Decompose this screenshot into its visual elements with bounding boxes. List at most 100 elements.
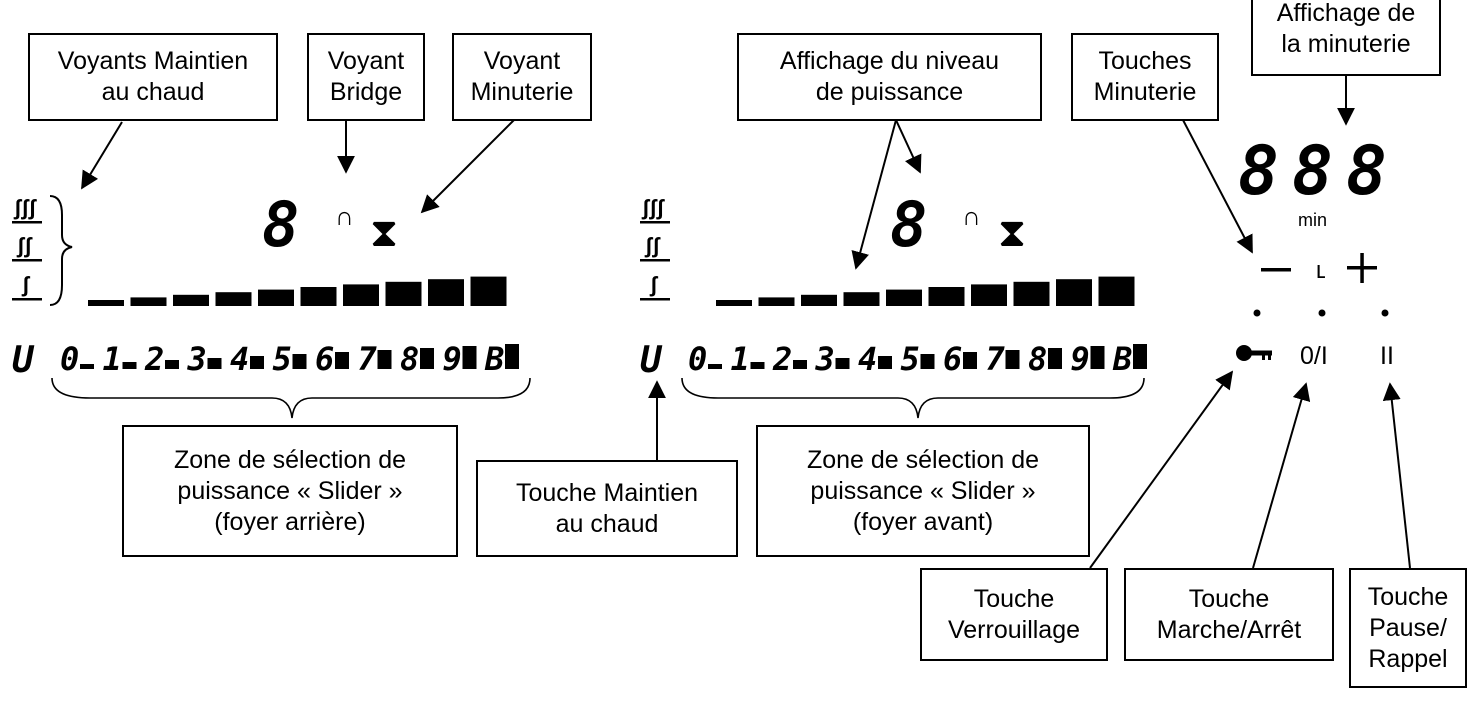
bridge-indicator-icon: ∩: [335, 201, 354, 231]
power-bar-2: [758, 297, 795, 306]
slider-block-11: [505, 344, 519, 369]
key-lock-icon[interactable]: [1236, 345, 1272, 361]
slider-block-3: [793, 360, 807, 369]
power-bar-8: [1013, 281, 1050, 306]
slider-level-0[interactable]: 0: [60, 340, 79, 378]
power-level-display-front: 8: [890, 188, 927, 261]
power-bar-5: [886, 289, 922, 306]
slider-block-4: [835, 358, 850, 369]
slider-level-1[interactable]: 1: [731, 340, 750, 378]
power-bar-1: [88, 300, 124, 306]
timer-plus-button[interactable]: [1347, 253, 1377, 283]
slider-level-7[interactable]: 7: [358, 340, 378, 378]
timer-digit-2: 8: [1292, 132, 1333, 211]
pointer-arrows: [81, 76, 1411, 569]
power-bar-5: [258, 289, 294, 306]
arrow-pause-key: [1382, 382, 1411, 569]
slider-level-3[interactable]: 3: [187, 340, 207, 378]
slider-block-7: [335, 352, 349, 369]
on-off-button[interactable]: 0/I: [1300, 342, 1328, 370]
clock-icon: ʟ: [1316, 257, 1326, 284]
label-power-level-display: Affichage du niveau de puissance: [737, 33, 1042, 121]
slider-level-8[interactable]: 8: [1028, 340, 1047, 378]
keep-warm-indicators-rear: ʃʃʃ ʃʃ ʃ: [12, 195, 73, 306]
slider-block-6: [920, 354, 935, 369]
label-keep-warm-key: Touche Maintien au chaud: [476, 460, 738, 557]
slider-level-1[interactable]: 1: [103, 340, 122, 378]
slider-block-9: [1048, 348, 1062, 369]
slider-block-9: [420, 348, 434, 369]
label-timer-display: Affichage de la minuterie: [1251, 0, 1441, 76]
slider-level-9[interactable]: 9: [443, 340, 462, 378]
label-lock-key: Touche Verrouillage: [920, 568, 1108, 661]
power-bar-graph-front: [716, 276, 1135, 306]
slider-level-B[interactable]: B: [1112, 340, 1132, 378]
slider-level-B[interactable]: B: [484, 340, 504, 378]
timer-unit-label: min: [1298, 210, 1327, 230]
power-bar-7: [971, 284, 1007, 306]
keep-warm-key-rear[interactable]: U: [12, 340, 35, 381]
timer-controls: 8 8 8 min ʟ 0/I II: [1236, 132, 1394, 370]
power-level-display-rear: 8: [262, 188, 299, 261]
slider-block-4: [207, 358, 222, 369]
slider-level-9[interactable]: 9: [1071, 340, 1090, 378]
power-bar-4: [843, 292, 880, 306]
slider-block-10: [462, 346, 477, 369]
keep-warm-level-3-icon: ʃʃʃ: [13, 195, 38, 220]
slider-block-2: [750, 362, 765, 369]
slider-block-5: [878, 356, 892, 369]
arrow-power-level-1: [851, 119, 897, 270]
keep-warm-key-front[interactable]: U: [640, 340, 663, 381]
power-bar-6: [300, 287, 337, 306]
slider-level-4[interactable]: 4: [230, 340, 249, 378]
slider-level-5[interactable]: 5: [901, 340, 920, 378]
slider-level-3[interactable]: 3: [815, 340, 835, 378]
slider-level-5[interactable]: 5: [273, 340, 292, 378]
slider-block-7: [963, 352, 977, 369]
arrow-timer-indicator: [420, 119, 515, 214]
label-keep-warm-indicators: Voyants Maintien au chaud: [28, 33, 278, 121]
label-onoff-key: Touche Marche/Arrêt: [1124, 568, 1334, 661]
label-bridge-indicator: Voyant Bridge: [307, 33, 425, 121]
slider-block-2: [122, 362, 137, 369]
power-bar-3: [173, 294, 209, 306]
keep-warm-level-1-icon: ʃ: [649, 272, 659, 297]
power-bar-9: [428, 279, 464, 306]
timer-indicator-icon: ⧗: [370, 211, 398, 255]
slider-block-8: [377, 350, 392, 369]
slider-level-6[interactable]: 6: [943, 340, 962, 378]
timer-digit-1: 8: [1238, 132, 1287, 211]
arrow-lock-key: [1089, 370, 1234, 569]
power-bar-8: [385, 281, 422, 306]
slider-level-4[interactable]: 4: [858, 340, 877, 378]
power-bar-9: [1056, 279, 1092, 306]
bridge-indicator-icon: ∩: [962, 201, 981, 231]
slider-level-2[interactable]: 2: [772, 340, 792, 378]
pause-button[interactable]: II: [1380, 342, 1394, 370]
slider-level-6[interactable]: 6: [315, 340, 334, 378]
timer-indicator-icon: ⧗: [998, 211, 1026, 255]
slider-level-8[interactable]: 8: [400, 340, 419, 378]
slider-block-1: [80, 364, 94, 369]
power-bar-1: [716, 300, 752, 306]
slider-level-7[interactable]: 7: [986, 340, 1006, 378]
label-timer-keys: Touches Minuterie: [1071, 33, 1219, 121]
slider-block-11: [1133, 344, 1147, 369]
arrow-keep-warm: [81, 121, 123, 190]
slider-brace-front: [681, 377, 1145, 419]
slider-level-2[interactable]: 2: [144, 340, 164, 378]
power-bar-3: [801, 294, 837, 306]
keep-warm-level-3-icon: ʃʃʃ: [641, 195, 666, 220]
indicator-brace: [49, 195, 73, 306]
slider-block-6: [292, 354, 307, 369]
label-pause-key: Touche Pause/ Rappel: [1349, 568, 1467, 688]
label-rear-slider-zone: Zone de sélection de puissance « Slider …: [122, 425, 458, 557]
slider-level-0[interactable]: 0: [688, 340, 707, 378]
timer-minus-button[interactable]: [1261, 268, 1291, 272]
power-bar-2: [130, 297, 167, 306]
